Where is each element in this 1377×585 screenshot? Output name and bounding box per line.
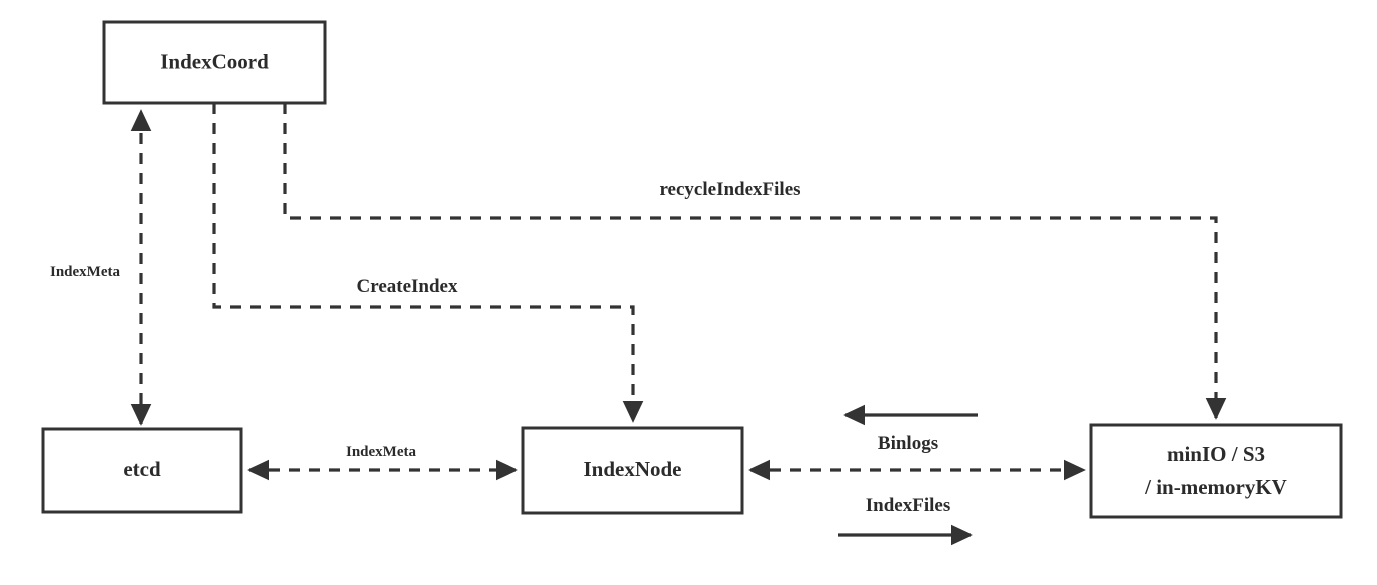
edge-binlogs: Binlogs	[843, 404, 978, 454]
edge-recycle-index-files-line	[283, 103, 1227, 420]
node-etcd[interactable]: etcd	[41, 427, 243, 514]
edge-indexmeta-coord: IndexMeta	[50, 109, 152, 426]
edge-label-create-index: CreateIndex	[357, 276, 458, 297]
node-etcd-label: etcd	[123, 457, 161, 481]
edge-label-index-files: IndexFiles	[866, 495, 950, 516]
edge-recycle-index-files: recycleIndexFiles	[283, 103, 1227, 420]
node-etcd-box[interactable]	[41, 427, 243, 514]
edge-create-index: CreateIndex	[212, 103, 644, 423]
edge-create-index-line	[212, 103, 644, 423]
edge-index-files: IndexFiles	[838, 495, 973, 546]
node-index-node[interactable]: IndexNode	[521, 426, 744, 515]
node-index-coord[interactable]: IndexCoord	[102, 20, 327, 105]
edge-indexmeta-node: IndexMeta	[247, 444, 518, 481]
edge-label-binlogs: Binlogs	[878, 433, 938, 454]
node-index-node-label: IndexNode	[583, 457, 681, 481]
node-minio-label-line1: minIO / S3	[1167, 442, 1265, 466]
node-minio-label-line2: / in-memoryKV	[1144, 475, 1287, 499]
edge-label-indexmeta-node: IndexMeta	[346, 444, 416, 460]
edge-label-indexmeta-coord: IndexMeta	[50, 264, 120, 280]
node-minio-box[interactable]	[1089, 423, 1343, 519]
node-index-coord-label: IndexCoord	[160, 49, 269, 73]
node-index-coord-box[interactable]	[102, 20, 327, 105]
edge-label-recycle-index-files: recycleIndexFiles	[659, 179, 800, 200]
node-index-node-box[interactable]	[521, 426, 744, 515]
node-minio[interactable]: minIO / S3 / in-memoryKV	[1089, 423, 1343, 519]
